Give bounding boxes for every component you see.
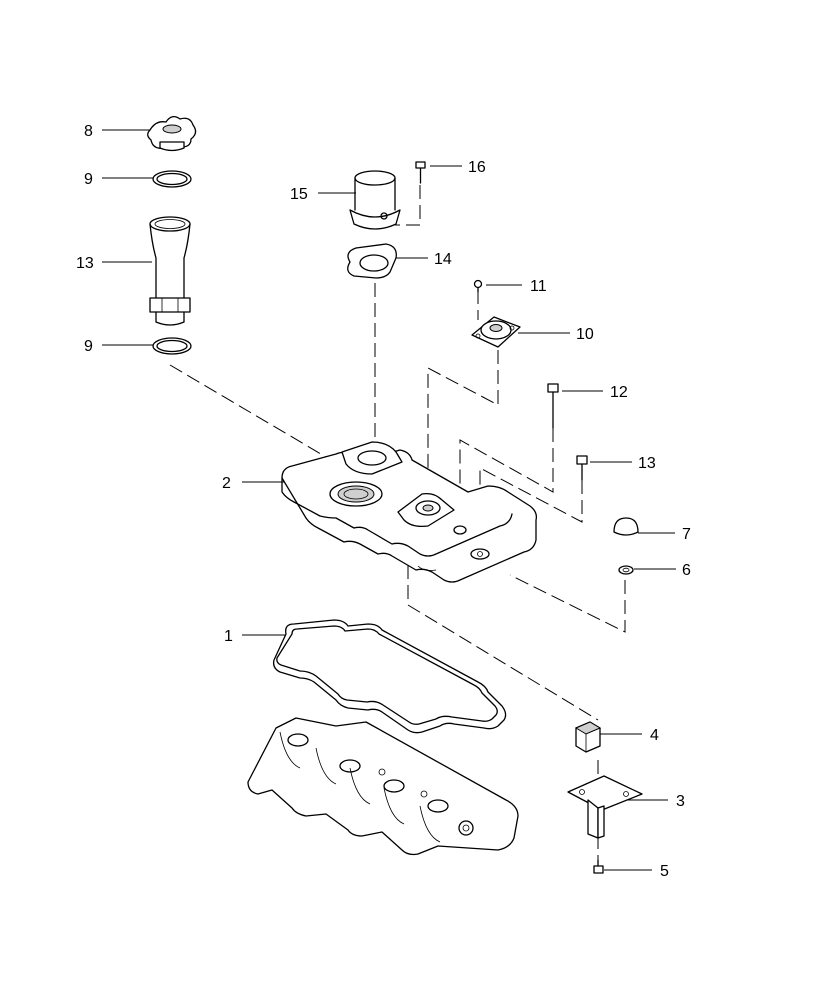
callout-3: 3 xyxy=(676,793,685,810)
part-9-o-ring-lower xyxy=(152,337,192,355)
part-17-bolt xyxy=(415,161,426,184)
part-16-breather xyxy=(349,170,401,230)
callout-16: 15 xyxy=(290,186,308,203)
part-8-filler-cap xyxy=(147,115,197,152)
part-1-cover-gasket xyxy=(272,619,507,734)
callout-6: 6 xyxy=(682,562,691,579)
callout-11: 11 xyxy=(530,278,547,295)
callout-12: 12 xyxy=(610,384,628,401)
callout-14: 13 xyxy=(76,255,94,272)
callout-10: 10 xyxy=(576,326,594,343)
part-7-cap-nut xyxy=(613,517,639,536)
part-12-bolt xyxy=(547,383,559,429)
part-2-valve-cover xyxy=(281,441,538,583)
part-11-screw xyxy=(473,279,483,293)
callout-17: 16 xyxy=(468,159,486,176)
callout-9-upper: 9 xyxy=(84,171,93,188)
callout-4: 4 xyxy=(650,727,659,744)
part-4-block xyxy=(574,721,602,753)
callout-7: 7 xyxy=(682,526,691,543)
callout-labels: 8 9 13 9 15 16 14 11 10 12 13 7 6 2 1 4 … xyxy=(76,123,691,880)
part-9-o-ring-upper xyxy=(152,170,192,188)
callout-1: 1 xyxy=(224,628,233,645)
part-3-bracket xyxy=(567,775,643,839)
part-10-cover xyxy=(471,316,521,348)
callout-15: 14 xyxy=(434,251,452,268)
callout-5: 5 xyxy=(660,863,669,880)
callout-9-lower: 9 xyxy=(84,338,93,355)
leader-lines xyxy=(102,129,676,871)
cylinder-head xyxy=(247,717,519,856)
callout-8: 8 xyxy=(84,123,93,140)
part-6-washer xyxy=(618,565,634,575)
part-5-screw xyxy=(593,859,604,874)
callout-13: 13 xyxy=(638,455,656,472)
part-15-gasket xyxy=(347,243,397,279)
part-13-bolt xyxy=(576,455,588,481)
part-14-filler-tube xyxy=(149,216,191,326)
callout-2: 2 xyxy=(222,475,231,492)
